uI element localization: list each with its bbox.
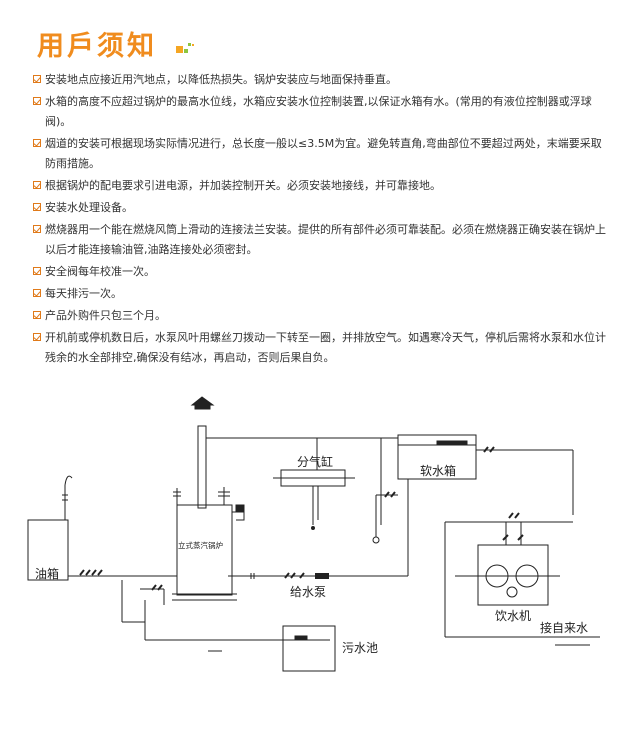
note-text: 燃烧器用一个能在燃烧风筒上滑动的连接法兰安装。提供的所有部件必须可靠装配。必须在… bbox=[45, 223, 606, 256]
drinking-machine-label: 饮水机 bbox=[495, 609, 531, 623]
title-decoration-icon bbox=[176, 42, 196, 56]
note-text: 每天排污一次。 bbox=[45, 287, 122, 300]
checkbox-icon bbox=[33, 97, 41, 105]
valve-icon bbox=[79, 569, 103, 576]
sewage-pool bbox=[282, 625, 336, 672]
note-item: 安装地点应接近用汽地点，以降低热损失。锅炉安装应与地面保持垂直。 bbox=[33, 70, 608, 90]
sewage-pool-label: 污水池 bbox=[342, 641, 378, 655]
soft-water-tank-label: 软水箱 bbox=[420, 463, 456, 478]
page-title: 用戶须知 bbox=[37, 30, 157, 62]
note-item: 安装水处理设备。 bbox=[33, 198, 608, 218]
note-item: 安全阀每年校准一次。 bbox=[33, 262, 608, 282]
valve-icon bbox=[151, 584, 163, 591]
chimney-cap-icon bbox=[190, 396, 215, 410]
oil-tank bbox=[27, 519, 69, 581]
note-text: 产品外购件只包三个月。 bbox=[45, 309, 166, 322]
pump-icon bbox=[315, 573, 329, 579]
checkbox-icon bbox=[33, 203, 41, 211]
checkbox-icon bbox=[33, 333, 41, 341]
note-item: 每天排污一次。 bbox=[33, 284, 608, 304]
soft-water-tank bbox=[397, 434, 477, 480]
steam-header-label: 分气缸 bbox=[297, 454, 333, 469]
checkbox-icon bbox=[33, 289, 41, 297]
note-text: 安装水处理设备。 bbox=[45, 201, 133, 214]
note-item: 产品外购件只包三个月。 bbox=[33, 306, 608, 326]
oil-tank-label: 油箱 bbox=[35, 566, 59, 581]
checkbox-icon bbox=[33, 139, 41, 147]
note-text: 开机前或停机数日后，水泵风叶用螺丝刀拨动一下转至一圈，并排放空气。如遇寒冷天气，… bbox=[45, 331, 606, 364]
boiler-label: 立式蒸汽锅炉 bbox=[178, 540, 223, 550]
drinking-machine bbox=[477, 544, 549, 606]
note-text: 烟道的安装可根据现场实际情况进行，总长度一般以≤3.5M为宜。避免转直角,弯曲部… bbox=[45, 137, 602, 170]
valve-icon bbox=[483, 446, 495, 453]
checkbox-icon bbox=[33, 267, 41, 275]
feed-pump-label: 给水泵 bbox=[290, 585, 326, 599]
note-text: 水箱的高度不应超过锅炉的最高水位线，水箱应安装水位控制装置,以保证水箱有水。(常… bbox=[45, 95, 592, 128]
note-item: 燃烧器用一个能在燃烧风筒上滑动的连接法兰安装。提供的所有部件必须可靠装配。必须在… bbox=[33, 220, 608, 260]
notes-list: 安装地点应接近用汽地点，以降低热损失。锅炉安装应与地面保持垂直。 水箱的高度不应… bbox=[33, 70, 608, 370]
note-text: 安装地点应接近用汽地点，以降低热损失。锅炉安装应与地面保持垂直。 bbox=[45, 73, 397, 86]
note-text: 根据锅炉的配电要求引进电源，并加装控制开关。必须安装地接线，并可靠接地。 bbox=[45, 179, 441, 192]
note-item: 根据锅炉的配电要求引进电源，并加装控制开关。必须安装地接线，并可靠接地。 bbox=[33, 176, 608, 196]
checkbox-icon bbox=[33, 75, 41, 83]
valve-icon bbox=[508, 512, 520, 519]
checkbox-icon bbox=[33, 311, 41, 319]
note-text: 安全阀每年校准一次。 bbox=[45, 265, 155, 278]
chimney bbox=[197, 425, 207, 509]
note-item: 烟道的安装可根据现场实际情况进行，总长度一般以≤3.5M为宜。避免转直角,弯曲部… bbox=[33, 134, 608, 174]
valve-icon bbox=[284, 572, 305, 579]
boiler bbox=[176, 504, 233, 596]
valve-icon bbox=[502, 534, 524, 541]
note-item: 开机前或停机数日后，水泵风叶用螺丝刀拨动一下转至一圈，并排放空气。如遇寒冷天气，… bbox=[33, 328, 608, 368]
checkbox-icon bbox=[33, 181, 41, 189]
tap-water-label: 接自来水 bbox=[540, 620, 588, 635]
checkbox-icon bbox=[33, 225, 41, 233]
valve-icon bbox=[384, 491, 396, 498]
title-block: 用戶须知 bbox=[37, 26, 157, 66]
note-item: 水箱的高度不应超过锅炉的最高水位线，水箱应安装水位控制装置,以保证水箱有水。(常… bbox=[33, 92, 608, 132]
